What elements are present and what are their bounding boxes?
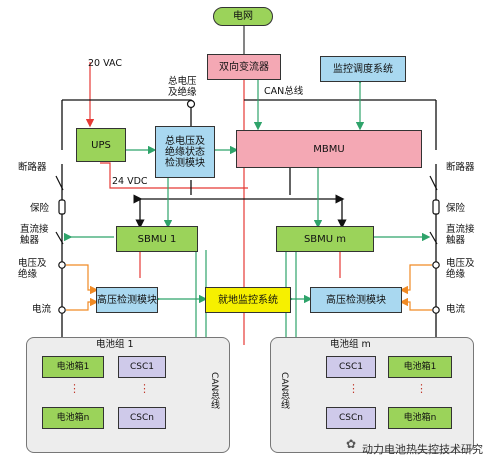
current-right-label: 电流	[446, 304, 466, 315]
sbmu-m-label: SBMU m	[303, 233, 347, 245]
ellipsis-right-box: ⋮	[416, 382, 428, 395]
insulation-detection-module-box: 总电压及 绝缘状态 检测模块	[155, 126, 215, 178]
battery-box-n-left-label: 电池箱n	[56, 412, 90, 423]
csc-1-right-label: CSC1	[338, 361, 363, 372]
monitor-label: 监控调度系统	[333, 63, 393, 75]
battery-group-1-title: 电池组 1	[96, 339, 134, 350]
ellipsis-right-csc: ⋮	[348, 382, 360, 395]
mbmu-label: MBMU	[313, 143, 345, 155]
hv-detection-1-label: 高压检测模块	[97, 294, 157, 306]
battery-box-1-left: 电池箱1	[42, 356, 104, 378]
battery-group-1	[26, 337, 230, 453]
local-monitoring-system-box: 就地监控系统	[205, 287, 291, 313]
grid-label: 电网	[233, 11, 253, 22]
watermark-text: 动力电池热失控技术研究	[362, 443, 483, 456]
dc-contactor-left-label: 直流接 触器	[20, 224, 49, 246]
csc-n-right-label: CSCn	[339, 412, 363, 423]
vac-label: 20 VAC	[88, 58, 122, 69]
sensor-voltage-right	[432, 261, 440, 269]
grid-node: 电网	[213, 7, 273, 26]
hv-detection-module-1-box: 高压检测模块	[96, 287, 158, 313]
fuse-left-label: 保险	[30, 203, 50, 214]
converter-label: 双向变流器	[219, 61, 269, 73]
fuse-right-label: 保险	[446, 203, 466, 214]
voltage-insulation-right-label: 电压及 绝缘	[446, 258, 475, 280]
fuse-right	[432, 199, 440, 215]
csc-n-right: CSCn	[326, 407, 376, 429]
ups-label: UPS	[91, 139, 111, 151]
wechat-logo-icon: ✿	[346, 437, 357, 451]
can-bus-left-label: CAN总线	[209, 372, 219, 410]
sensor-current-left	[58, 306, 66, 314]
sensor-total-voltage	[186, 99, 196, 109]
battery-box-1-right-label: 电池箱1	[403, 361, 437, 372]
csc-n-left: CSCn	[118, 407, 166, 429]
signal-lines	[66, 264, 432, 311]
bidirectional-converter-box: 双向变流器	[207, 54, 281, 80]
battery-box-n-left: 电池箱n	[42, 407, 104, 429]
csc-1-right: CSC1	[326, 356, 376, 378]
can-bus-top-label: CAN总线	[264, 86, 304, 97]
battery-box-1-right: 电池箱1	[388, 356, 452, 378]
local-monitoring-label: 就地监控系统	[218, 294, 278, 306]
sbmu-1-box: SBMU 1	[116, 226, 198, 252]
can-bus-right-label: CAN总线	[279, 372, 289, 410]
ellipsis-left-box: ⋮	[69, 382, 81, 395]
vdc-label: 24 VDC	[112, 176, 148, 187]
sensor-voltage-left	[58, 261, 66, 269]
sbmu-m-box: SBMU m	[276, 226, 374, 252]
insulation-module-label: 总电压及 绝缘状态 检测模块	[165, 135, 205, 169]
dc-contactor-right-label: 直流接 触器	[446, 224, 475, 246]
total-voltage-label: 总电压 及绝缘	[168, 76, 197, 98]
hv-detection-m-label: 高压检测模块	[326, 294, 386, 306]
csc-1-left: CSC1	[118, 356, 166, 378]
sensor-current-right	[432, 306, 440, 314]
mbmu-box: MBMU	[236, 130, 422, 168]
current-left-label: 电流	[32, 304, 52, 315]
battery-box-n-right: 电池箱n	[388, 407, 452, 429]
csc-n-left-label: CSCn	[130, 412, 154, 423]
monitoring-dispatch-system-box: 监控调度系统	[320, 56, 406, 82]
voltage-insulation-left-label: 电压及 绝缘	[18, 258, 47, 280]
breaker-left-label: 断路器	[18, 162, 47, 173]
sbmu-1-label: SBMU 1	[137, 233, 177, 245]
ellipsis-left-csc: ⋮	[139, 382, 151, 395]
battery-box-n-right-label: 电池箱n	[403, 412, 437, 423]
battery-group-m	[270, 337, 474, 453]
csc-1-left-label: CSC1	[129, 361, 154, 372]
switch-symbols	[55, 99, 440, 314]
ups-box: UPS	[76, 128, 126, 162]
battery-group-m-title: 电池组 m	[330, 339, 371, 350]
breaker-right-label: 断路器	[446, 162, 475, 173]
hv-detection-module-m-box: 高压检测模块	[310, 287, 402, 313]
battery-box-1-left-label: 电池箱1	[56, 361, 90, 372]
fuse-left	[58, 199, 66, 215]
